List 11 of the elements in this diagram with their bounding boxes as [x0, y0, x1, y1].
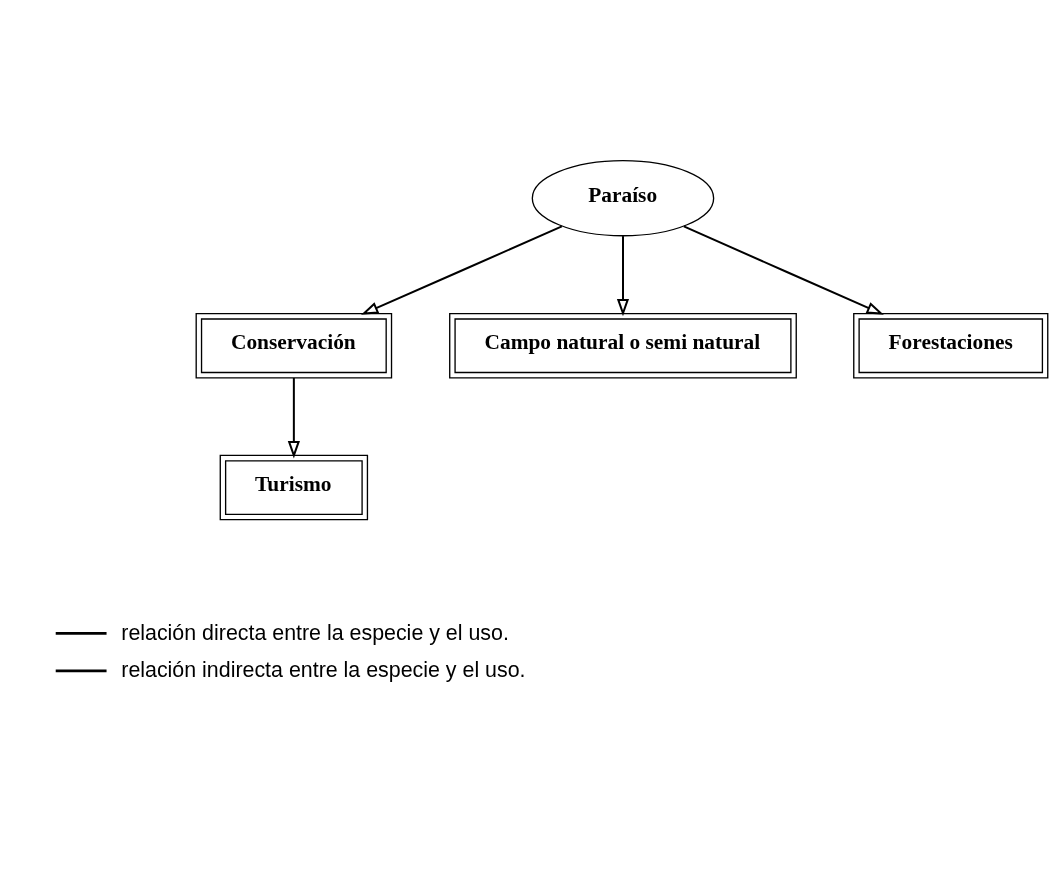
- arrow: [616, 235, 630, 316]
- node-ellipse: Paraíso: [531, 159, 715, 236]
- node-box: Turismo: [219, 454, 369, 520]
- legend-label: relación indirecta entre la especie y el uso.: [121, 657, 526, 682]
- arrow: [361, 225, 563, 315]
- node-box: Campo natural o semi natural: [449, 312, 797, 379]
- node-box: Forestaciones: [853, 312, 1049, 379]
- arrow: [683, 225, 884, 315]
- legend-label: relación directa entre la especie y el uso.: [121, 620, 509, 645]
- node-box: Conservación: [195, 312, 393, 379]
- arrow: [287, 377, 300, 458]
